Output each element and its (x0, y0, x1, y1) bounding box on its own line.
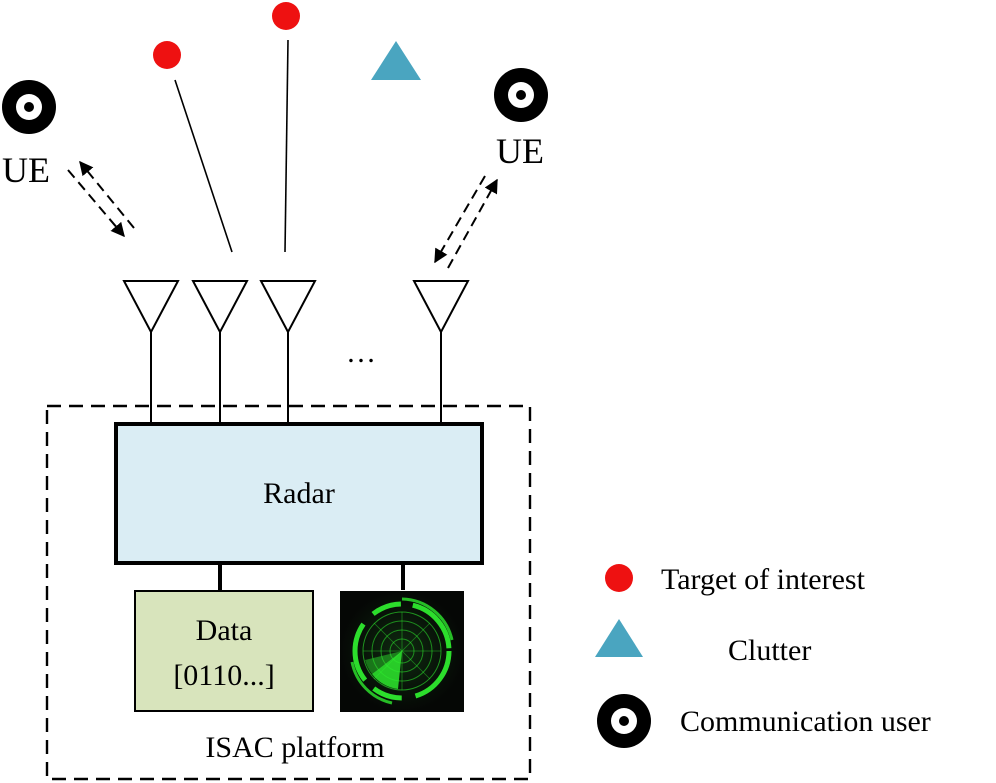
antenna-ellipsis: … (346, 336, 376, 369)
beam-line (284, 39, 289, 253)
legend-target-icon (605, 564, 633, 592)
antenna-icon (122, 280, 180, 335)
beam-line (174, 79, 233, 253)
radar-label: Radar (263, 477, 335, 510)
comm-link-left (67, 160, 135, 238)
antenna-icon (259, 280, 317, 335)
radar-block (114, 422, 484, 565)
antenna-icon (412, 280, 470, 335)
legend-label-clutter: Clutter (728, 634, 811, 667)
clutter-icon (371, 41, 421, 80)
isac-platform-boundary (45, 404, 532, 781)
target-icon (272, 2, 300, 30)
legend: Target of interest Clutter Communication… (595, 563, 931, 748)
platform-label: ISAC platform (205, 731, 384, 764)
antenna-icon (191, 280, 249, 335)
data-title: Data (196, 614, 253, 647)
legend-label-target: Target of interest (661, 563, 866, 596)
radar-scope-icon (340, 591, 464, 712)
antenna-array (122, 280, 470, 424)
comm-link-right (434, 175, 498, 269)
ue-left-icon (2, 80, 56, 134)
legend-clutter-icon (595, 619, 643, 657)
ue-right-label: UE (496, 131, 544, 171)
ue-right-icon (494, 68, 548, 122)
data-bits: [0110...] (173, 659, 274, 692)
ue-left-label: UE (2, 150, 50, 190)
legend-label-user: Communication user (680, 705, 931, 738)
legend-user-icon (597, 694, 651, 748)
target-icon (153, 41, 181, 69)
data-block (134, 590, 314, 712)
